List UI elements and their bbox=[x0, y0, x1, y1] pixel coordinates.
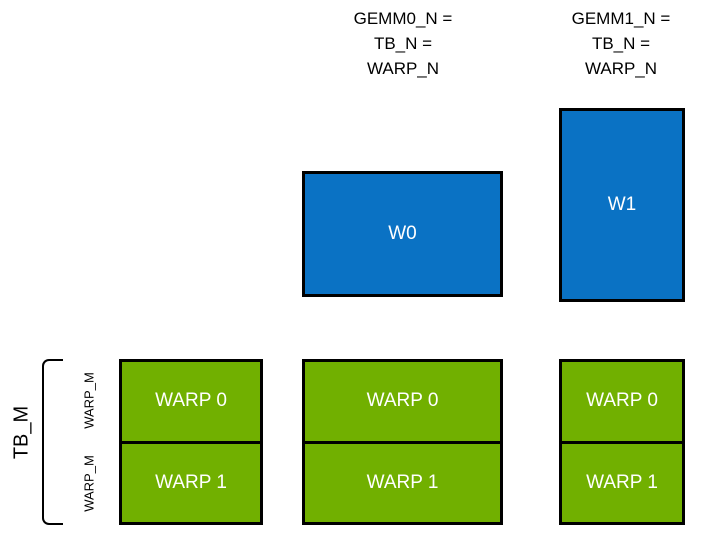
warp-cell-2-0: WARP 0 bbox=[562, 362, 682, 441]
warp-tile-w1: W1 bbox=[559, 108, 685, 302]
warp-cell-0-0: WARP 0 bbox=[122, 362, 260, 441]
warp-m-label-1: WARP_M bbox=[81, 455, 97, 512]
warp-cell-label: WARP 1 bbox=[366, 471, 439, 493]
warp-cell-label: WARP 0 bbox=[366, 390, 439, 412]
warp-cell-label: WARP 1 bbox=[155, 471, 227, 493]
warp-column-0: WARP 0 WARP 1 bbox=[119, 359, 263, 525]
warp-cell-0-1: WARP 1 bbox=[122, 440, 260, 522]
warp-column-1: WARP 0 WARP 1 bbox=[302, 359, 503, 525]
warp-cell-1-1: WARP 1 bbox=[305, 440, 500, 522]
warp-column-2: WARP 0 WARP 1 bbox=[559, 359, 685, 525]
warp-cell-1-0: WARP 0 bbox=[305, 362, 500, 441]
column-header-gemm0: GEMM0_N = TB_N = WARP_N bbox=[353, 9, 453, 78]
warp-tile-w0: W0 bbox=[302, 171, 503, 297]
warp-m-label-0: WARP_M bbox=[81, 372, 97, 429]
column-header-gemm1: GEMM1_N = TB_N = WARP_N bbox=[571, 9, 671, 78]
tb-m-axis-label: TB_M bbox=[10, 405, 33, 460]
warp-tile-w1-label: W1 bbox=[607, 194, 637, 215]
warp-cell-2-1: WARP 1 bbox=[562, 440, 682, 522]
warp-cell-label: WARP 1 bbox=[586, 471, 658, 493]
warp-cell-label: WARP 0 bbox=[155, 390, 227, 412]
tb-m-bracket bbox=[42, 359, 63, 525]
warp-tile-w0-label: W0 bbox=[388, 223, 417, 244]
warp-cell-label: WARP 0 bbox=[586, 390, 658, 412]
